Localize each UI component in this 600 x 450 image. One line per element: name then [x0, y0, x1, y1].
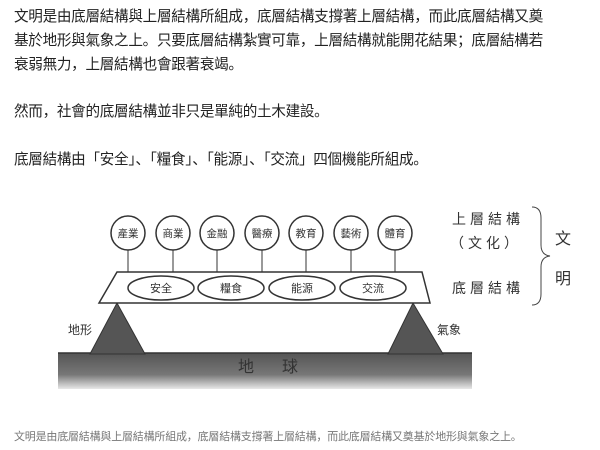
- civilization-label-1: 文: [555, 229, 571, 248]
- upper-item-circle: [199, 215, 235, 251]
- upper-item-label: 教育: [296, 227, 317, 240]
- upper-item-circle: [244, 215, 280, 251]
- lower-item-label: 交流: [362, 281, 384, 295]
- upper-item-label: 產業: [118, 227, 139, 240]
- upper-item-label: 醫療: [252, 227, 273, 240]
- figure-caption: 文明是由底層結構與上層結構所組成，底層結構支撐著上層結構，而此底層結構又奠基於地…: [14, 430, 522, 443]
- earth-label-2: 球: [282, 357, 298, 376]
- earth-ground: [58, 353, 472, 389]
- lower-item-label: 安全: [150, 281, 172, 295]
- climate-mountain: [387, 301, 444, 355]
- upper-item-circle: [377, 215, 413, 251]
- lower-structure-label: 底層結構: [452, 281, 524, 297]
- terrain-label: 地形: [68, 323, 92, 337]
- lower-item-ellipse: [268, 275, 336, 301]
- upper-item-circle: [288, 215, 324, 251]
- upper-item-circle: [155, 215, 191, 251]
- terrain-mountain: [89, 301, 146, 355]
- brace: [531, 206, 551, 306]
- paragraph-line: 衰弱無力，上層結構也會跟著衰竭。: [14, 56, 243, 73]
- lower-item-label: 能源: [291, 281, 313, 295]
- lower-item-ellipse: [127, 275, 195, 301]
- upper-structure-sublabel: （文化）: [450, 236, 522, 252]
- earth-label-1: 地: [238, 357, 254, 376]
- upper-structure-label: 上層結構: [452, 212, 524, 228]
- paragraph-line: 底層結構由「安全」、「糧食」、「能源」、「交流」四個機能所組成。: [14, 151, 428, 168]
- upper-item-label: 商業: [163, 227, 184, 240]
- upper-item-circle: [110, 215, 146, 251]
- lower-item-ellipse: [197, 275, 265, 301]
- lower-item-label: 糧食: [220, 281, 242, 295]
- upper-item-label: 體育: [385, 227, 406, 240]
- upper-item-circle: [333, 215, 369, 251]
- upper-item-label: 藝術: [341, 227, 362, 240]
- upper-item-label: 金融: [207, 227, 228, 240]
- paragraph-line: 然而，社會的底層結構並非只是單純的土木建設。: [14, 103, 329, 120]
- paragraph-3: 底層結構由「安全」、「糧食」、「能源」、「交流」四個機能所組成。: [14, 148, 428, 172]
- paragraph-1: 文明是由底層結構與上層結構所組成，底層結構支撐著上層結構，而此底層結構又奠 基於…: [14, 5, 543, 77]
- climate-label: 氣象: [437, 323, 461, 337]
- paragraph-line: 基於地形與氣象之上。只要底層結構紮實可靠，上層結構就能開花結果；底層結構若: [14, 32, 543, 49]
- paragraph-line: 文明是由底層結構與上層結構所組成，底層結構支撐著上層結構，而此底層結構又奠: [14, 8, 543, 25]
- paragraph-2: 然而，社會的底層結構並非只是單純的土木建設。: [14, 100, 329, 124]
- lower-item-ellipse: [339, 275, 407, 301]
- civilization-label-2: 明: [555, 269, 571, 288]
